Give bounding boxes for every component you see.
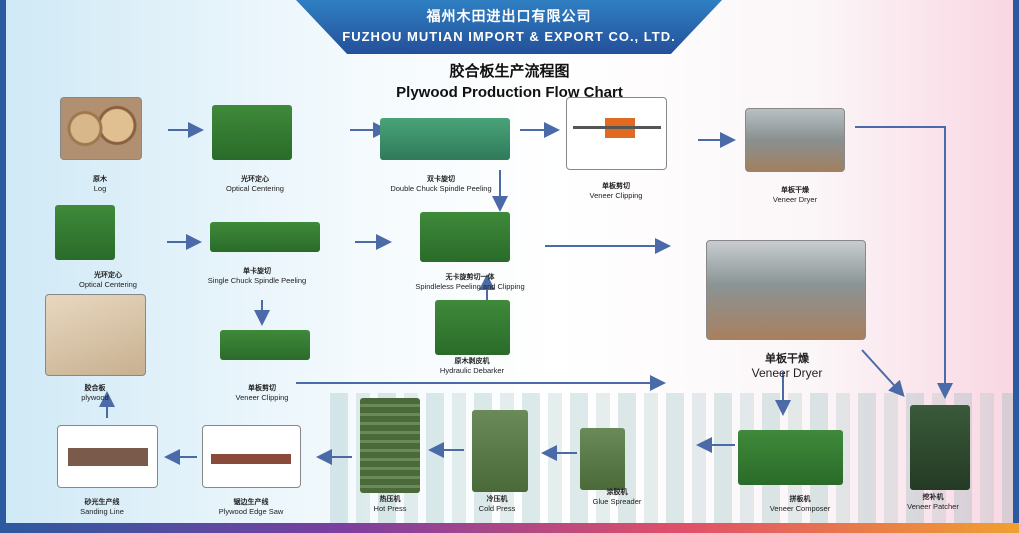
label-cn: 无卡旋剪切一体 xyxy=(445,274,495,281)
label-cn: 单板干燥 xyxy=(764,353,809,365)
optical-centering-machine-image-2 xyxy=(55,205,115,260)
label-en: Veneer Clipping xyxy=(235,393,289,402)
title-en: Plywood Production Flow Chart xyxy=(396,84,623,101)
label-cn: 冷压机 xyxy=(486,496,508,503)
double-chuck-peeling-machine-image xyxy=(380,118,510,160)
veneer-dryer-photo-large xyxy=(706,240,866,340)
label-cn: 光环定心 xyxy=(93,272,122,279)
company-name-en: FUZHOU MUTIAN IMPORT & EXPORT CO., LTD. xyxy=(342,29,676,44)
label-cn: 双卡旋切 xyxy=(426,176,455,183)
label-cn: 砂光生产线 xyxy=(84,499,120,506)
label-en: plywood xyxy=(81,393,109,402)
label-en: Cold Press xyxy=(478,504,516,513)
label-cn: 拼板机 xyxy=(789,496,811,503)
plywood-photo xyxy=(45,294,146,376)
log-photo xyxy=(60,97,142,160)
title-cn: 胶合板生产流程图 xyxy=(449,63,570,80)
veneer-clipping-machine-image xyxy=(220,330,310,360)
label-en: Log xyxy=(93,184,107,193)
label-en: Glue Spreader xyxy=(592,497,642,506)
veneer-composer-image xyxy=(738,430,843,485)
arrow xyxy=(855,126,953,399)
label-en: Veneer Composer xyxy=(769,504,831,513)
label-cn: 原木 xyxy=(93,176,107,183)
label-en: Single Chuck Spindle Peeling xyxy=(207,276,307,285)
glue-spreader-image xyxy=(580,428,625,490)
label-en: Double Chuck Spindle Peeling xyxy=(390,184,492,193)
arrow xyxy=(861,349,905,397)
label-cn: 涂胶机 xyxy=(606,489,628,496)
label-en: Optical Centering xyxy=(226,184,284,193)
label-cn: 单板剪切 xyxy=(602,183,630,190)
veneer-dryer-photo-small xyxy=(745,108,845,172)
label-en: Hot Press xyxy=(373,504,407,513)
label-cn: 锯边生产线 xyxy=(233,499,269,506)
bottom-color-bar xyxy=(0,523,1019,533)
label-cn: 胶合板 xyxy=(84,385,106,392)
label-en: Optical Centering xyxy=(79,280,137,289)
label-cn: 热压机 xyxy=(379,496,401,503)
label-en: Hydraulic Debarker xyxy=(439,366,505,375)
label-cn: 挖补机 xyxy=(922,494,944,501)
label-en: Sanding Line xyxy=(80,507,124,516)
spindleless-peeling-machine-image xyxy=(420,212,510,262)
cold-press-image xyxy=(472,410,528,492)
veneer-clipping-image-box xyxy=(566,97,667,170)
hydraulic-debarker-image xyxy=(435,300,510,355)
label-en: Veneer Patcher xyxy=(907,502,959,511)
label-en: Plywood Edge Saw xyxy=(218,507,284,516)
edge-saw-image-box xyxy=(202,425,301,488)
hot-press-image xyxy=(360,398,420,493)
single-chuck-peeling-machine-image xyxy=(210,222,320,252)
label-en: Veneer Dryer xyxy=(772,195,818,204)
company-name-cn: 福州木田进出口有限公司 xyxy=(426,8,592,24)
label-cn: 光环定心 xyxy=(240,176,269,183)
company-banner: 福州木田进出口有限公司 FUZHOU MUTIAN IMPORT & EXPOR… xyxy=(296,0,722,54)
label-en: Spindleless Peeling and Clipping xyxy=(415,282,525,291)
label-cn: 单卡旋切 xyxy=(243,268,271,275)
sanding-line-image-box xyxy=(57,425,158,488)
label-cn: 单板干燥 xyxy=(781,187,809,194)
label-en: Veneer Clipping xyxy=(589,191,643,200)
optical-centering-machine-image xyxy=(212,105,292,160)
city-skyline-background xyxy=(330,393,1013,523)
chart-title: 胶合板生产流程图 Plywood Production Flow Chart xyxy=(0,60,1019,101)
veneer-patcher-image xyxy=(910,405,970,490)
label-cn: 原木剥皮机 xyxy=(454,358,490,365)
label-cn: 单板剪切 xyxy=(248,385,276,392)
label-en: Veneer Dryer xyxy=(751,366,823,380)
